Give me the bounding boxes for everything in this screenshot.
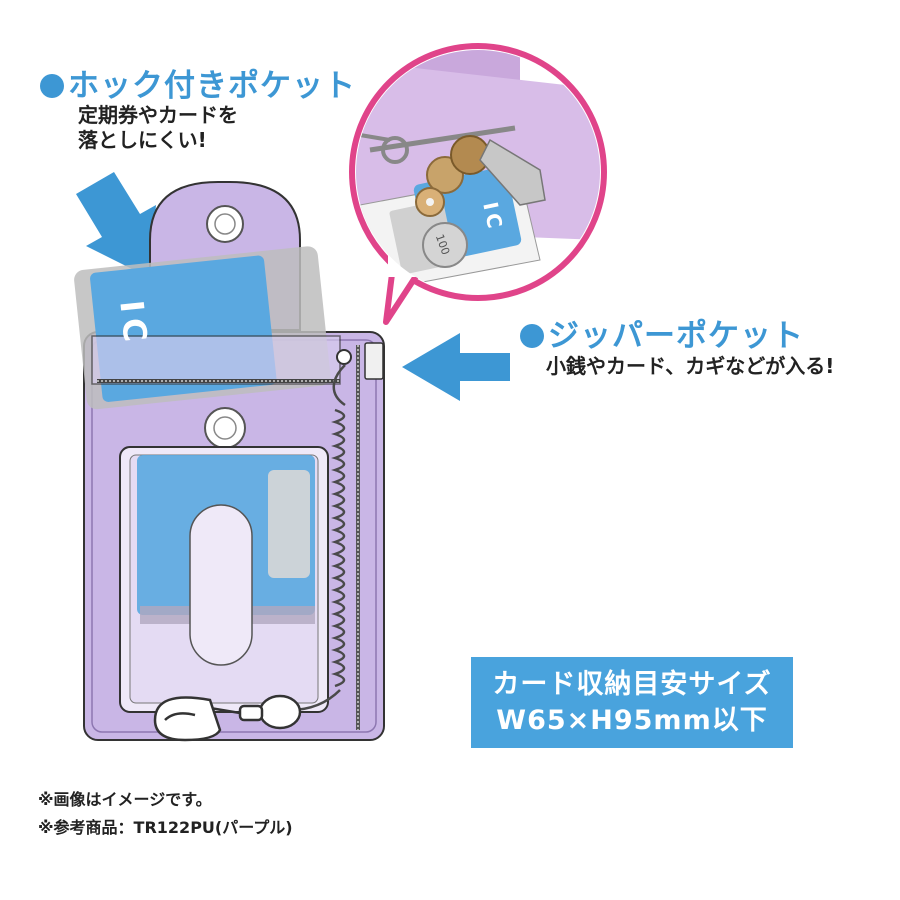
hook-pocket-desc-line1: 定期券やカードを — [78, 103, 238, 127]
zipper — [97, 342, 384, 730]
ic-card-label-front: IC — [112, 298, 156, 350]
zoom-bubble — [349, 43, 607, 325]
image-note: ※画像はイメージです。 — [38, 790, 212, 809]
reference-product-note: ※参考商品：TR122PU(パープル) — [38, 818, 293, 837]
front-card-window — [119, 446, 329, 713]
ic-card-top — [74, 246, 331, 410]
card-size-line1: カード収納目安サイズ — [492, 668, 772, 700]
hook-pocket-desc: 定期券やカードを 落としにくい! — [78, 103, 238, 153]
zipper-pocket-desc: 小銭やカード、カギなどが入る! — [546, 354, 835, 378]
zipper-arrow-icon — [402, 333, 510, 401]
hook-pocket-title: ホック付きポケット — [40, 60, 356, 105]
bullet-dot-icon — [40, 74, 64, 98]
swivel-clasp-icon — [153, 694, 302, 742]
top-pocket-window — [91, 335, 341, 385]
hook-arrow-icon — [76, 172, 156, 278]
card-size-line2: W65×H95mm以下 — [496, 704, 768, 736]
footnotes: ※画像はイメージです。 ※参考商品：TR122PU(パープル) — [38, 786, 293, 842]
zipper-pocket-title: ジッパーポケット — [520, 310, 804, 355]
zipper-pull — [364, 342, 384, 380]
card-size-box: カード収納目安サイズ W65×H95mm以下 — [471, 657, 793, 748]
hook-pocket-desc-line2: 落としにくい! — [78, 128, 207, 152]
bullet-dot-icon — [520, 324, 544, 348]
